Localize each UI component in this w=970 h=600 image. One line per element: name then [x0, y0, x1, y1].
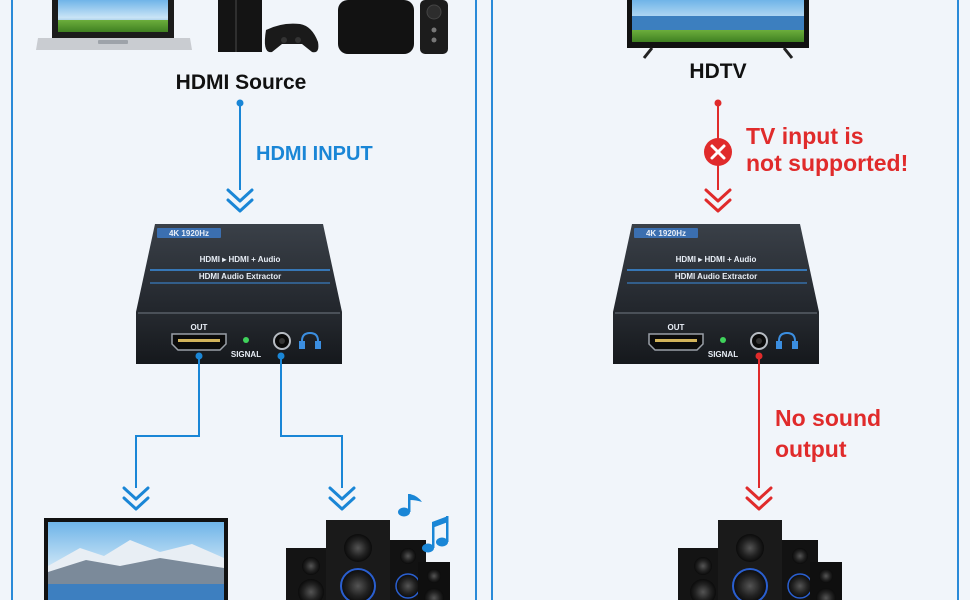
streaming-box-icon [338, 0, 414, 54]
audio-output-line [280, 356, 343, 488]
audio-output-dot [277, 352, 285, 360]
tv-input-chevron-icon [704, 188, 732, 213]
device-top-subtitle: HDMI ▸ HDMI + Audio [200, 255, 281, 264]
hdmi-input-label: HDMI INPUT [256, 143, 373, 165]
music-note-icon [398, 494, 449, 553]
hdtv-label: HDTV [689, 60, 746, 83]
no-sound-line-2: output [775, 436, 847, 462]
no-sound-chevron-icon [745, 486, 773, 511]
signal-label: SIGNAL [708, 350, 738, 359]
device-top-title: HDMI Audio Extractor [199, 272, 281, 281]
game-console-icon [218, 0, 319, 53]
device-badge-text: 4K 1920Hz [169, 229, 209, 238]
audio-extractor-device-left: 4K 1920Hz HDMI Audio Extractor HDMI ▸ HD… [136, 224, 342, 364]
speaker-icon [286, 520, 450, 600]
no-sound-line-1: No sound [775, 405, 881, 431]
warning-line-2: not supported! [746, 150, 908, 176]
signal-led [243, 337, 249, 343]
device-top-title: HDMI Audio Extractor [675, 272, 757, 281]
warning-line-1: TV input is [746, 123, 864, 149]
headphone-icon [776, 331, 798, 349]
tv-chevron-icon [122, 486, 150, 511]
remote-icon [420, 0, 448, 54]
error-x-icon [704, 138, 732, 166]
hdmi-out-port-label: OUT [191, 323, 208, 332]
device-badge-text: 4K 1920Hz [646, 229, 686, 238]
tv-icon [627, 0, 809, 59]
speaker-chevron-icon [328, 486, 356, 511]
device-badge [157, 228, 221, 238]
hdmi-source-label: HDMI Source [176, 71, 307, 94]
device-top-subtitle: HDMI ▸ HDMI + Audio [676, 255, 757, 264]
signal-label: SIGNAL [231, 350, 261, 359]
audio-extractor-device-right: 4K 1920Hz HDMI Audio Extractor HDMI ▸ HD… [613, 224, 819, 364]
monitor-icon [44, 518, 228, 600]
device-badge [634, 228, 698, 238]
hdmi-input-chevron-icon [226, 188, 254, 213]
headphone-icon [299, 331, 321, 349]
hdmi-out-port-label: OUT [668, 323, 685, 332]
signal-led [720, 337, 726, 343]
laptop-icon [36, 0, 192, 50]
hdmi-output-dot [195, 352, 203, 360]
hdmi-output-line [135, 356, 200, 488]
speaker-icon [678, 520, 842, 600]
